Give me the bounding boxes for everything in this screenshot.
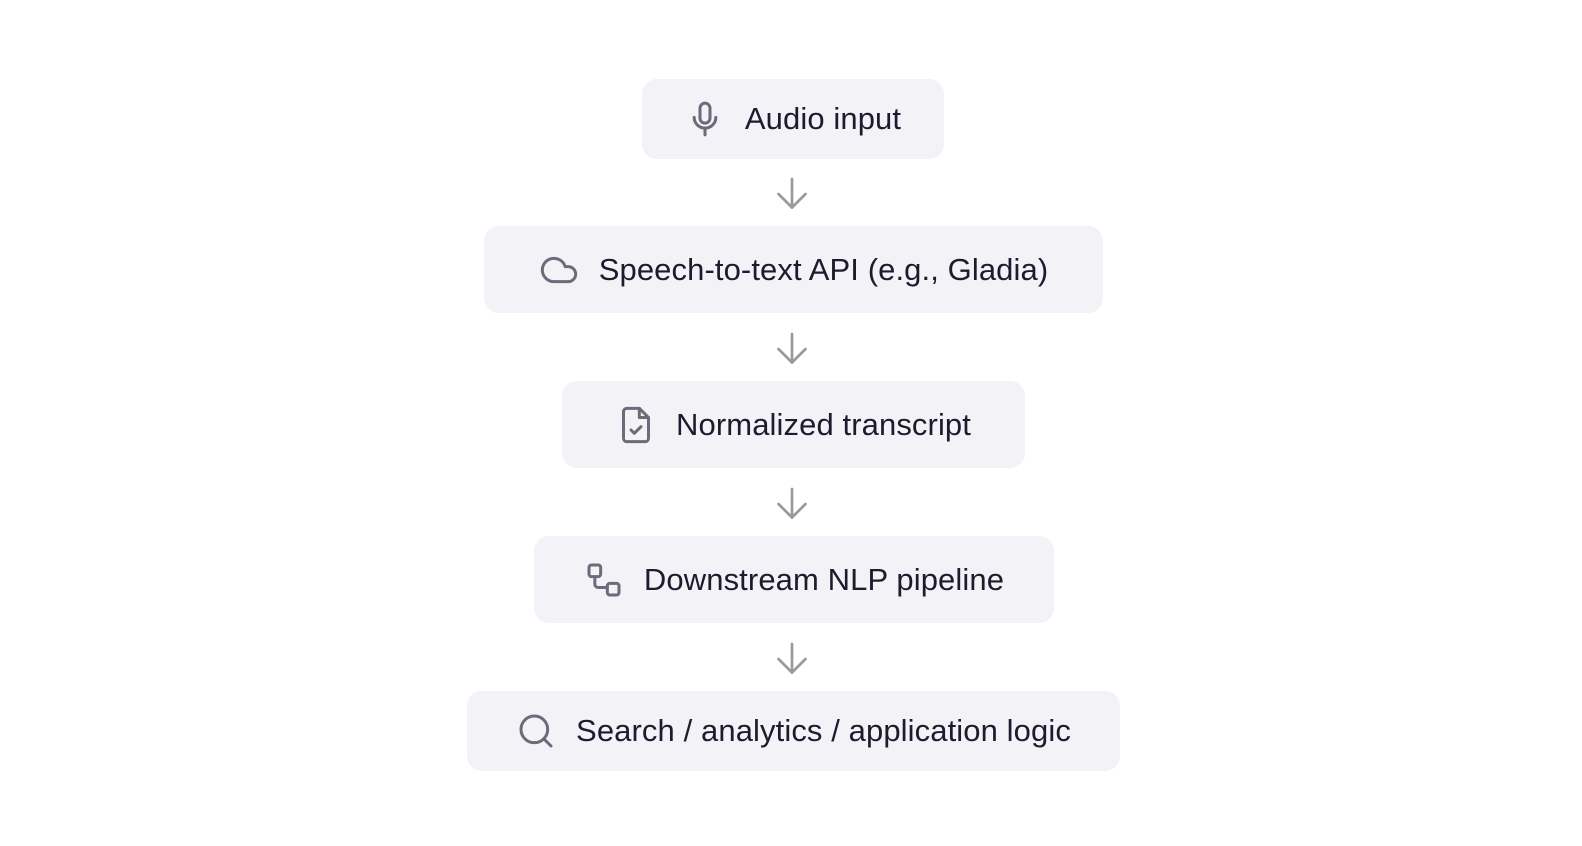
step-downstream-nlp-pipeline: Downstream NLP pipeline xyxy=(534,536,1054,623)
arrow-down-icon xyxy=(777,642,807,674)
file-check-icon xyxy=(616,405,656,445)
step-audio-input: Audio input xyxy=(642,79,944,159)
step-label: Audio input xyxy=(744,101,902,136)
step-label: Speech-to-text API (e.g., Gladia) xyxy=(598,251,1049,287)
step-speech-to-text-api: Speech-to-text API (e.g., Gladia) xyxy=(484,226,1103,313)
arrow-down-icon xyxy=(777,177,807,209)
microphone-icon xyxy=(685,99,725,139)
workflow-icon xyxy=(584,560,624,600)
step-label: Normalized transcript xyxy=(676,406,971,442)
step-search-analytics-application-logic: Search / analytics / application logic xyxy=(467,691,1120,771)
arrow-down-icon xyxy=(777,332,807,364)
search-icon xyxy=(516,711,556,751)
arrow-down-icon xyxy=(777,487,807,519)
cloud-icon xyxy=(539,250,579,290)
step-label: Search / analytics / application logic xyxy=(576,713,1071,748)
step-label: Downstream NLP pipeline xyxy=(643,561,1005,597)
step-normalized-transcript: Normalized transcript xyxy=(562,381,1025,468)
